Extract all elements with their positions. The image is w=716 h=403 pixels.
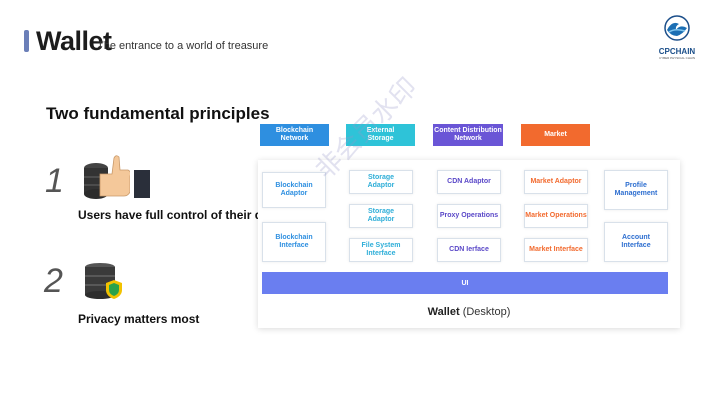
cpchain-logo: CPCHAIN CYBER PHYSICAL CHAIN bbox=[656, 14, 698, 60]
cdn-adaptor-box: CDN Adaptor bbox=[437, 170, 501, 194]
page-title: Wallet bbox=[36, 26, 112, 56]
storage-adaptor-box-2: Storage Adaptor bbox=[349, 204, 413, 228]
wallet-desktop-label: Wallet (Desktop) bbox=[258, 306, 680, 318]
market-interface-box: Market Interface bbox=[524, 238, 588, 262]
wallet-architecture-panel: Blockchain Adaptor Blockchain Interface … bbox=[258, 160, 680, 328]
principle-text-1: Users have full control of their data bbox=[78, 208, 280, 222]
logo-name: CPCHAIN bbox=[658, 47, 696, 56]
title-accent-bar bbox=[24, 30, 29, 52]
column-header-blockchain-network: Blockchain Network bbox=[260, 124, 329, 146]
blockchain-adaptor-box: Blockchain Adaptor bbox=[262, 172, 326, 208]
column-header-external-storage: External Storage bbox=[346, 124, 415, 146]
file-system-interface-box: File System Interface bbox=[349, 238, 413, 262]
proxy-operations-box: Proxy Operations bbox=[437, 204, 501, 228]
market-operations-box: Market Operations bbox=[524, 204, 588, 228]
database-shield-icon bbox=[84, 262, 126, 307]
page-subtitle: The entrance to a world of treasure bbox=[97, 40, 269, 52]
storage-adaptor-box-1: Storage Adaptor bbox=[349, 170, 413, 194]
principle-number-1: 1 bbox=[45, 162, 64, 200]
ui-layer-bar: UI bbox=[262, 272, 668, 294]
market-adaptor-box: Market Adaptor bbox=[524, 170, 588, 194]
profile-management-box: Profile Management bbox=[604, 170, 668, 210]
account-interface-box: Account Interface bbox=[604, 222, 668, 262]
column-header-market: Market bbox=[521, 124, 590, 146]
wallet-label-text: Wallet bbox=[427, 306, 460, 318]
principle-text-2: Privacy matters most bbox=[78, 312, 200, 326]
thumbs-up-database-icon bbox=[82, 152, 154, 207]
blockchain-interface-box: Blockchain Interface bbox=[262, 222, 326, 262]
column-header-cdn: Content Distribution Network bbox=[433, 124, 503, 146]
cpchain-wave-logo-icon bbox=[664, 15, 690, 41]
principles-title: Two fundamental principles bbox=[46, 104, 270, 123]
cdn-interface-box: CDN Ierface bbox=[437, 238, 501, 262]
logo-tagline: CYBER PHYSICAL CHAIN bbox=[658, 56, 696, 60]
principle-number-2: 2 bbox=[44, 262, 63, 300]
wallet-label-suffix: (Desktop) bbox=[462, 306, 511, 318]
